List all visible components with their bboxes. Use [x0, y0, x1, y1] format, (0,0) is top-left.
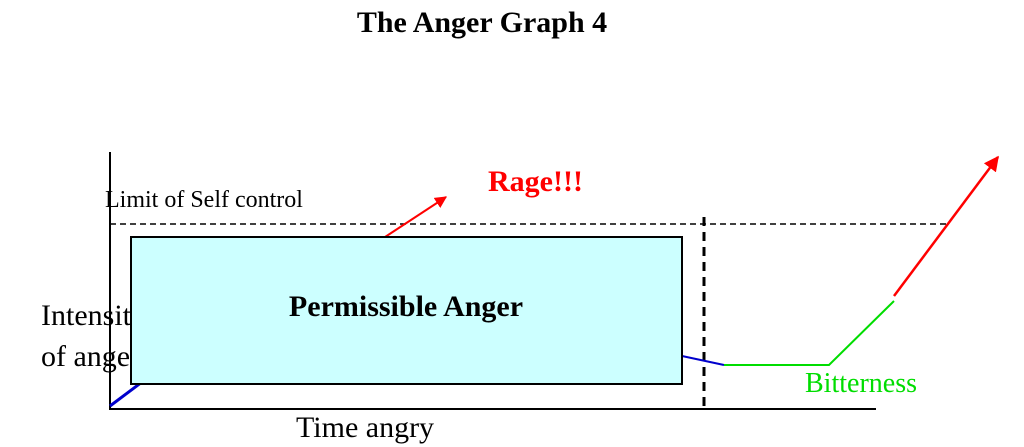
rage-arrow-left — [381, 196, 448, 240]
permissible-anger-box-overlay — [130, 236, 683, 385]
x-axis-label: Time angry — [296, 411, 434, 444]
page-title: The Anger Graph 4 — [357, 6, 607, 39]
bitterness-label: Bitterness — [805, 368, 917, 399]
permissible-anger-label: Permissible Anger — [289, 290, 523, 323]
bitterness-line — [724, 300, 895, 366]
y-axis-label-line1: Intensity — [41, 299, 146, 332]
anger-rising-line-end — [681, 355, 725, 366]
rage-arrow-right — [892, 155, 1000, 297]
rage-label: Rage!!! — [488, 165, 583, 198]
limit-of-self-control-label: Limit of Self control — [105, 187, 303, 213]
y-axis-label-line2: of anger — [41, 340, 140, 373]
